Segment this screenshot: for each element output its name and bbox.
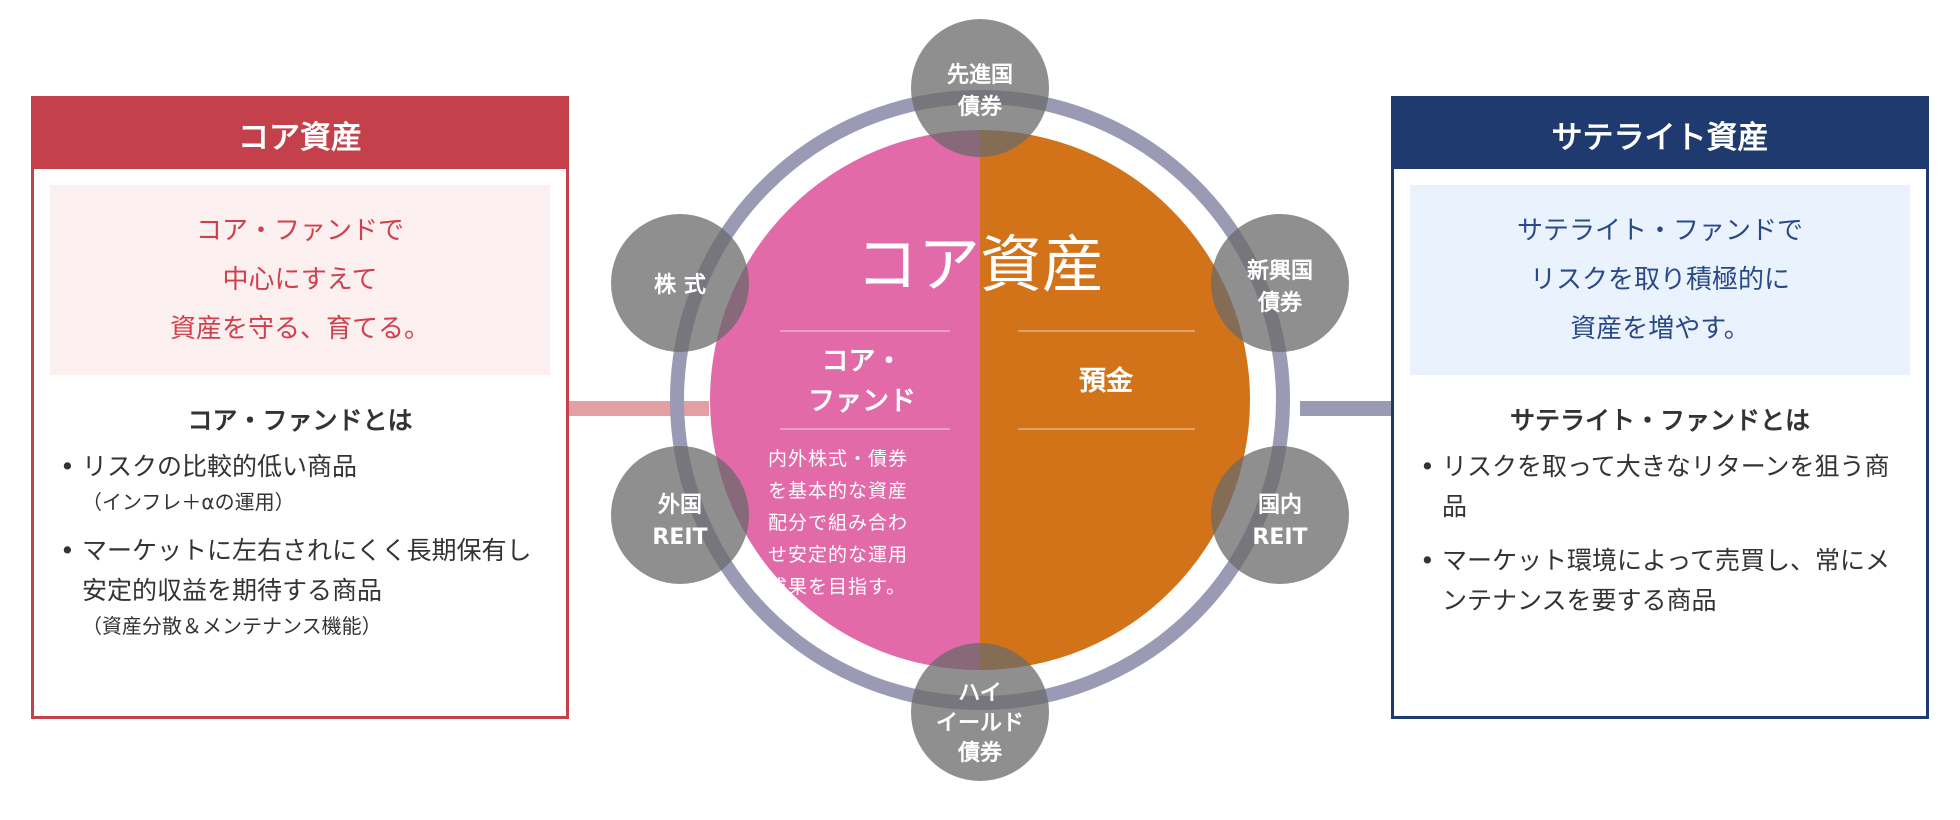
satellite-circle-foreign-reit bbox=[611, 446, 749, 584]
core-asset-box: コア資産 コア・ファンドで 中心にすえて 資産を守る、育てる。 コア・ファンドと… bbox=[31, 96, 569, 719]
tagline-line: 資産を守る、育てる。 bbox=[169, 313, 430, 344]
tagline-line: 中心にすえて bbox=[222, 264, 378, 295]
satellite-box-title: サテライト資産 bbox=[1394, 99, 1926, 169]
bullet-text: リスクの比較的低い商品 bbox=[82, 452, 358, 481]
satellite-tagline: サテライト・ファンドで リスクを取り積極的に 資産を増やす。 bbox=[1410, 185, 1910, 375]
satellite-label: 新興国 bbox=[1247, 258, 1313, 284]
satellite-label: ハイ bbox=[958, 681, 1002, 706]
satellite-bullets: リスクを取って大きなリターンを狙う商品 マーケット環境によって売買し、常にメンテ… bbox=[1394, 447, 1926, 621]
center-title: コア資産 bbox=[856, 228, 1104, 301]
satellite-label: 債券 bbox=[957, 94, 1003, 120]
satellite-label: 株 式 bbox=[654, 273, 706, 298]
satellite-label: イールド bbox=[936, 711, 1024, 736]
core-fund-label: コア・ bbox=[822, 346, 903, 377]
satellite-circle-domestic-reit bbox=[1211, 446, 1349, 584]
satellite-label: 債券 bbox=[957, 740, 1003, 766]
satellite-label: 先進国 bbox=[947, 63, 1013, 88]
core-tagline: コア・ファンドで 中心にすえて 資産を守る、育てる。 bbox=[50, 185, 550, 375]
core-fund-description: を基本的な資産 bbox=[768, 480, 908, 502]
bullet-item: リスクを取って大きなリターンを狙う商品 bbox=[1420, 447, 1906, 527]
satellite-circle-emerging-bonds bbox=[1211, 214, 1349, 352]
core-subheading: コア・ファンドとは bbox=[187, 406, 413, 435]
tagline-line: 資産を増やす。 bbox=[1570, 313, 1750, 344]
bullet-text: マーケット環境によって売買し、常にメンテナンスを要する商品 bbox=[1442, 546, 1891, 615]
deposit-half bbox=[980, 130, 1250, 670]
satellite-circle-developed-bonds bbox=[911, 19, 1049, 157]
satellite-label: 外国 bbox=[658, 492, 702, 518]
satellite-label: 国内 bbox=[1258, 493, 1302, 518]
satellite-asset-box: サテライト資産 サテライト・ファンドで リスクを取り積極的に 資産を増やす。 サ… bbox=[1391, 96, 1929, 719]
core-fund-description: 内外株式・債券 bbox=[768, 448, 908, 470]
core-fund-description: 成果を目指す。 bbox=[768, 576, 906, 598]
satellite-circle-high-yield bbox=[911, 643, 1049, 781]
tagline-line: コア・ファンドで bbox=[195, 215, 404, 246]
bullet-note: （資産分散＆メンテナンス機能） bbox=[82, 614, 382, 638]
tagline-line: サテライト・ファンドで bbox=[1516, 215, 1803, 246]
core-bullets: リスクの比較的低い商品 （インフレ＋αの運用） マーケットに左右されにくく長期保有… bbox=[34, 447, 566, 641]
bullet-item: マーケット環境によって売買し、常にメンテナンスを要する商品 bbox=[1420, 541, 1906, 621]
core-fund-label: ファンド bbox=[808, 386, 916, 417]
satellite-circle-stocks bbox=[611, 214, 749, 352]
satellite-label: 債券 bbox=[1257, 290, 1303, 316]
satellite-connector bbox=[1300, 401, 1392, 416]
bullet-text: リスクを取って大きなリターンを狙う商品 bbox=[1442, 452, 1890, 521]
bullet-note: （インフレ＋αの運用） bbox=[82, 490, 295, 514]
satellite-label: REIT bbox=[652, 525, 707, 550]
core-fund-description: せ安定的な運用 bbox=[768, 544, 908, 566]
bullet-item: マーケットに左右されにくく長期保有し安定的収益を期待する商品 （資産分散＆メンテナ… bbox=[60, 531, 546, 641]
satellite-label: REIT bbox=[1252, 525, 1307, 550]
tagline-line: リスクを取り積極的に bbox=[1529, 264, 1790, 295]
bullet-item: リスクの比較的低い商品 （インフレ＋αの運用） bbox=[60, 447, 546, 517]
satellite-subheading: サテライト・ファンドとは bbox=[1509, 406, 1810, 435]
core-fund-half bbox=[710, 130, 980, 670]
deposit-label: 預金 bbox=[1079, 365, 1134, 397]
core-fund-description: 配分で組み合わ bbox=[768, 512, 908, 534]
core-box-title: コア資産 bbox=[34, 99, 566, 169]
bullet-text: マーケットに左右されにくく長期保有し安定的収益を期待する商品 bbox=[82, 536, 532, 605]
